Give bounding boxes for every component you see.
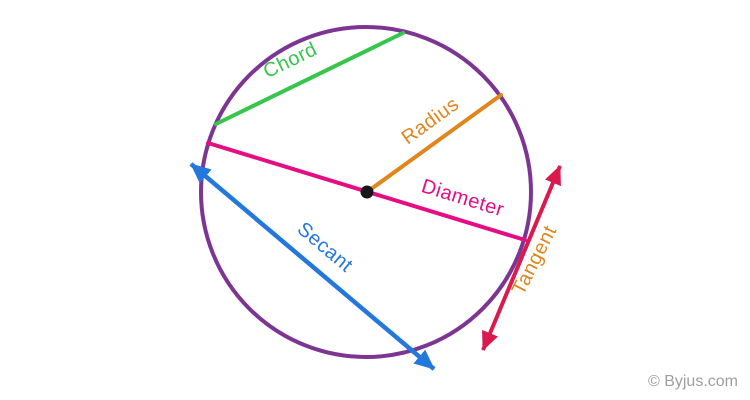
chord-line xyxy=(214,31,405,126)
secant-line xyxy=(189,162,436,371)
watermark: © Byjus.com xyxy=(648,373,738,390)
diameter-label: Diameter xyxy=(419,175,507,221)
center-dot xyxy=(360,185,374,199)
secant-label: Secant xyxy=(293,218,357,277)
tangent-line xyxy=(481,165,562,351)
radius-label: Radius xyxy=(398,93,464,149)
